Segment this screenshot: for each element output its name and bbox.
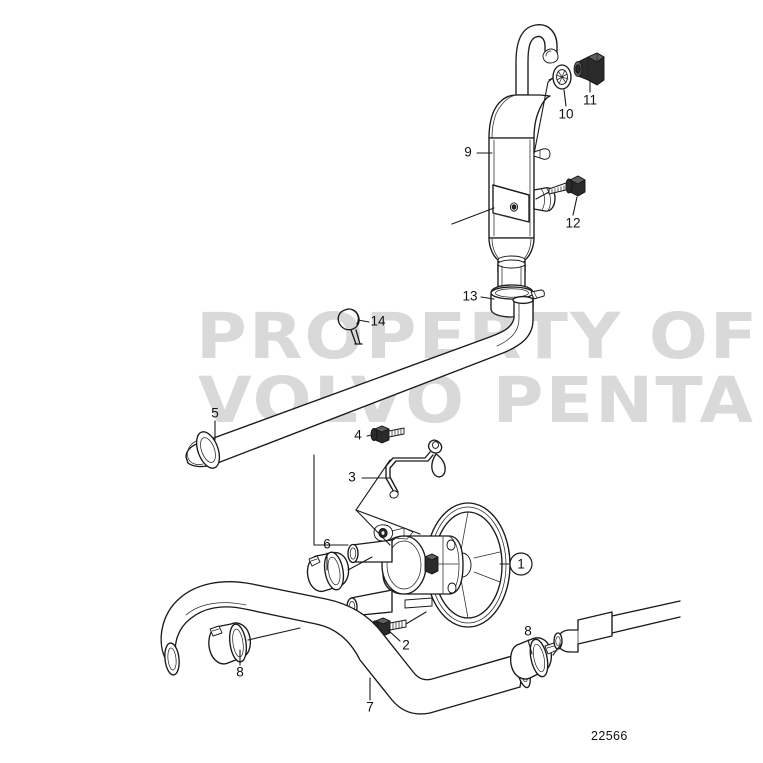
callout-9-label: 9 (464, 145, 472, 160)
part-hose-clamp-pump-inlet (306, 551, 350, 593)
part-sea-water-pump-assembly (346, 502, 511, 628)
callout-13-label: 13 (462, 289, 477, 304)
part-bracket-rod (385, 439, 446, 499)
part-washer-seal (552, 64, 572, 90)
callout-4-label: 4 (354, 428, 362, 443)
part-screw-bracket (370, 425, 405, 444)
callout-8-left-label: 8 (236, 665, 244, 680)
callout-5-label: 5 (211, 406, 219, 421)
callout-7-label: 7 (366, 700, 374, 715)
callout-11-label: 11 (583, 93, 597, 108)
callout-14-label: 14 (370, 314, 386, 329)
leader-lines (214, 77, 591, 701)
callout-1[interactable]: 1 (509, 552, 533, 576)
callout-labels: 1 2 3 4 5 6 7 8 8 9 10 11 12 13 14 (211, 93, 597, 715)
callout-2-label: 2 (402, 638, 410, 653)
figure-number: 22566 (591, 729, 628, 743)
part-plug-nut (573, 52, 605, 86)
part-screw-elbow (548, 175, 586, 197)
callout-6-label: 6 (323, 537, 331, 552)
part-hose-long-upper (185, 295, 534, 469)
callout-1-label: 1 (517, 557, 525, 572)
callout-3-label: 3 (348, 470, 356, 485)
part-engine-connector-right (553, 600, 681, 653)
callout-8-right-label: 8 (524, 624, 532, 639)
part-clip-retaining (337, 308, 363, 345)
part-exhaust-elbow-riser (488, 24, 559, 291)
part-hose-clamp-lower-left (208, 622, 251, 665)
part-hose-clamp-lower-right (509, 637, 558, 680)
callout-10-label: 10 (558, 107, 573, 122)
callout-12-label: 12 (565, 216, 580, 231)
